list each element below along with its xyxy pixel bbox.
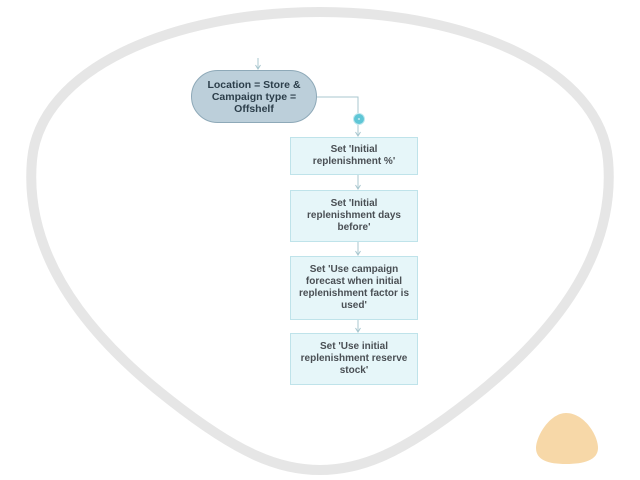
step-node-initial-replenishment-percent[interactable]: Set 'Initial replenishment %' [290, 137, 418, 175]
step-node-label: Set 'Use initial replenishment reserve s… [300, 341, 408, 376]
arrowhead-step-1 [355, 131, 361, 137]
step-node-use-initial-replenishment-reserve-stock[interactable]: Set 'Use initial replenishment reserve s… [290, 333, 418, 385]
step-node-label: Set 'Initial replenishment days before' [307, 198, 401, 233]
branch-collapse-toggle[interactable]: - [353, 113, 365, 125]
arrowhead-step-2 [355, 184, 361, 190]
arrowhead-step-4 [355, 327, 361, 333]
step-node-use-campaign-forecast[interactable]: Set 'Use campaign forecast when initial … [290, 256, 418, 320]
decorative-accent-blob [536, 413, 598, 464]
decision-node[interactable]: Location = Store & Campaign type = Offsh… [191, 70, 317, 123]
decision-node-label: Location = Store & Campaign type = Offsh… [207, 78, 301, 115]
step-node-label: Set 'Use campaign forecast when initial … [298, 264, 410, 311]
arrowhead-step-3 [355, 250, 361, 256]
decorative-outline-ring [26, 6, 614, 476]
branch-connector [317, 96, 359, 113]
incoming-arrowhead [255, 64, 261, 70]
step-node-label: Set 'Initial replenishment %' [312, 144, 396, 167]
step-node-initial-replenishment-days-before[interactable]: Set 'Initial replenishment days before' [290, 190, 418, 242]
